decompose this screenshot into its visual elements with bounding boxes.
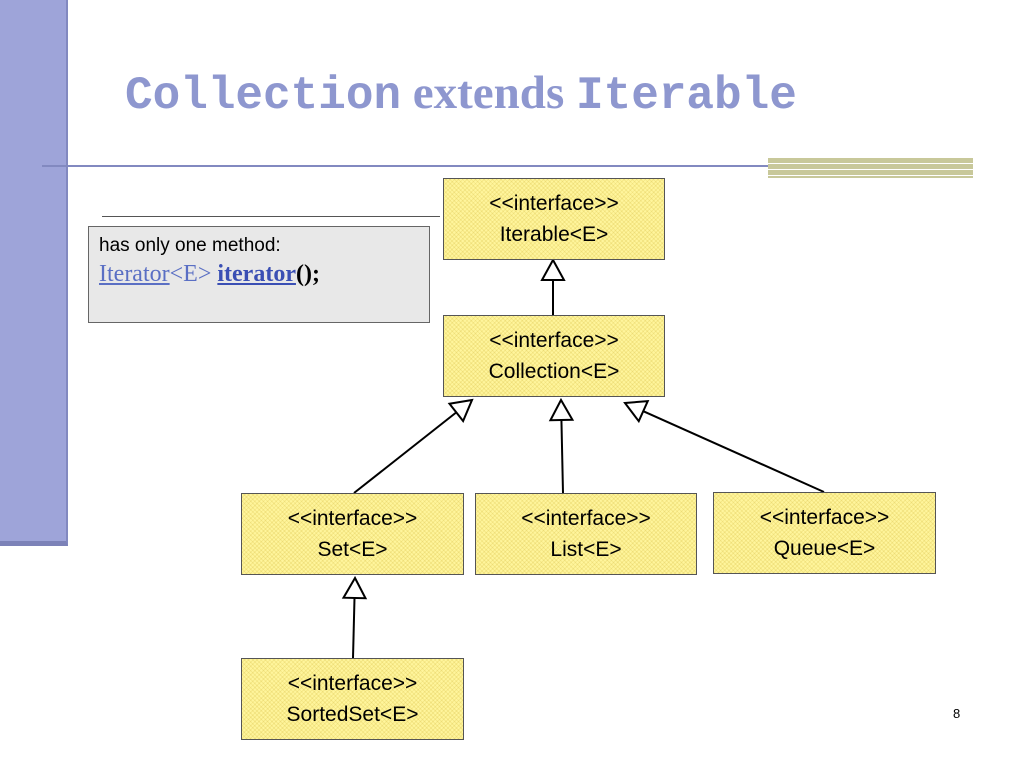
arrowhead-set-to-collection: [447, 398, 474, 423]
iterator-type-link[interactable]: Iterator: [99, 261, 170, 287]
node-name: Iterable<E>: [499, 223, 609, 246]
node-name: SortedSet<E>: [286, 703, 419, 726]
slide-title: Collection extends Iterable: [125, 66, 797, 126]
arrowhead-list-to-collection: [548, 397, 575, 422]
arrowhead-collection-to-iterable: [540, 257, 566, 281]
note-box: has only one method: Iterator<E> iterato…: [88, 226, 430, 323]
arrowhead-queue-to-collection: [623, 399, 650, 424]
node-list: <<interface>> List<E>: [475, 493, 697, 575]
method-suffix: ();: [295, 261, 320, 287]
node-queue: <<interface>> Queue<E>: [713, 492, 936, 574]
node-stereotype: <<interface>>: [759, 506, 890, 529]
edge-set-to-collection: [353, 411, 457, 494]
node-stereotype: <<interface>>: [489, 329, 619, 352]
note-code: Iterator<E> iterator();: [99, 261, 419, 288]
edge-list-to-collection: [560, 419, 564, 494]
node-stereotype: <<interface>>: [489, 192, 619, 215]
arrowhead-sortedset-to-set: [341, 575, 368, 600]
edge-queue-to-collection: [642, 410, 825, 493]
iterator-method-link[interactable]: iterator: [217, 261, 296, 287]
edge-sortedset-to-set: [352, 597, 356, 659]
title-collection: Collection: [125, 70, 402, 122]
side-bar-decoration: [0, 0, 68, 546]
node-stereotype: <<interface>>: [287, 672, 418, 695]
node-collection: <<interface>> Collection<E>: [443, 315, 665, 397]
node-iterable: <<interface>> Iterable<E>: [443, 178, 665, 260]
iterator-generic: <E>: [169, 261, 218, 287]
node-stereotype: <<interface>>: [521, 507, 651, 530]
node-name: Set<E>: [317, 538, 388, 561]
node-sortedset: <<interface>> SortedSet<E>: [241, 658, 464, 740]
node-set: <<interface>> Set<E>: [241, 493, 464, 575]
page-number: 8: [953, 706, 961, 721]
note-text: has only one method:: [99, 235, 281, 256]
node-name: List<E>: [550, 538, 622, 561]
title-accent-stripes: [768, 158, 973, 178]
title-extends: extends: [401, 67, 576, 119]
node-name: Queue<E>: [773, 537, 876, 560]
title-iterable: Iterable: [576, 70, 797, 122]
node-name: Collection<E>: [488, 360, 620, 383]
note-connector-line: [102, 216, 440, 217]
node-stereotype: <<interface>>: [287, 507, 418, 530]
title-underline: [42, 165, 972, 167]
